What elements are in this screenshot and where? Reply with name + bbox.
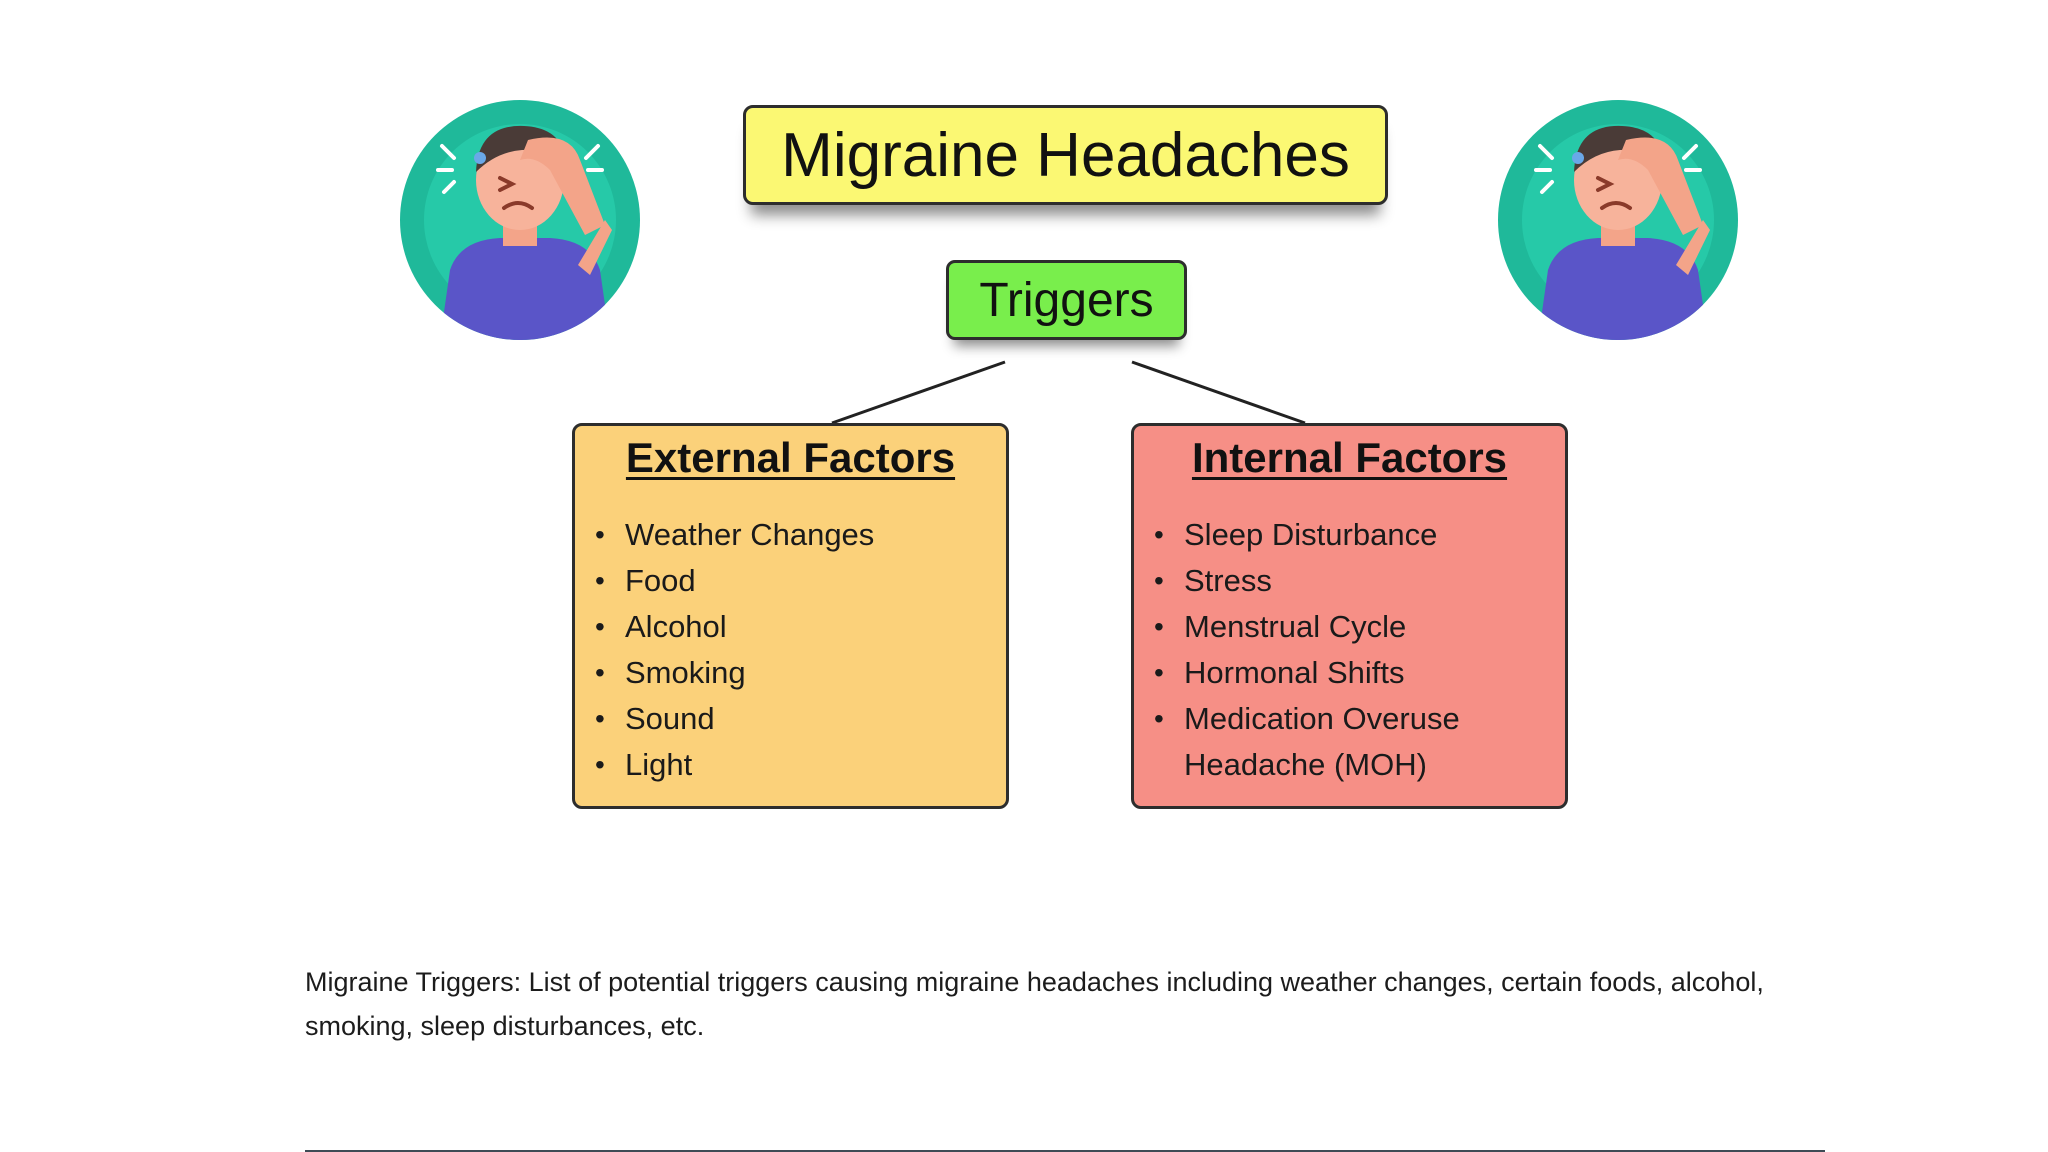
list-item: Light [595,742,986,788]
list-item: Weather Changes [595,512,986,558]
triggers-box: Triggers [946,260,1187,340]
list-item: Food [595,558,986,604]
internal-factors-box: Internal Factors Sleep Disturbance Stres… [1131,423,1568,809]
list-item: Sound [595,696,986,742]
title-box: Migraine Headaches [743,105,1388,205]
internal-factors-list: Sleep Disturbance Stress Menstrual Cycle… [1154,512,1545,788]
external-factors-box: External Factors Weather Changes Food Al… [572,423,1009,809]
diagram-title: Migraine Headaches [781,120,1350,190]
list-item: Menstrual Cycle [1154,604,1545,650]
list-item: Smoking [595,650,986,696]
list-item: Alcohol [595,604,986,650]
connector-external [831,360,1006,425]
internal-factors-heading: Internal Factors [1191,434,1508,481]
list-item: Stress [1154,558,1545,604]
headache-person-icon [400,100,640,340]
list-item: Hormonal Shifts [1154,650,1545,696]
figure-caption: Migraine Triggers: List of potential tri… [305,967,1764,1041]
list-item: Sleep Disturbance [1154,512,1545,558]
connector-internal [1131,360,1306,425]
external-factors-heading: External Factors [625,434,956,481]
divider [305,1150,1825,1152]
headache-person-icon [1498,100,1738,340]
list-item: Medication Overuse Headache (MOH) [1154,696,1545,788]
triggers-label: Triggers [979,273,1154,327]
external-factors-list: Weather Changes Food Alcohol Smoking Sou… [595,512,986,788]
